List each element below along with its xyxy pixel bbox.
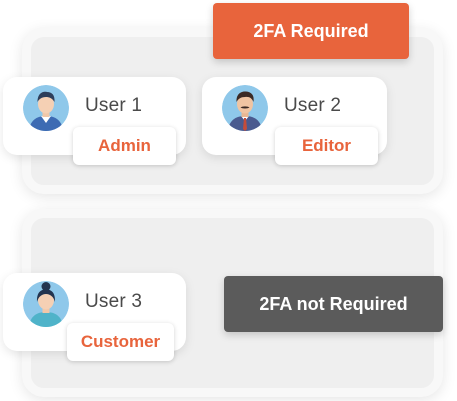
role-badge-admin: Admin <box>73 127 176 165</box>
man-mustache-avatar-icon <box>222 85 268 131</box>
requirement-label-required: 2FA Required <box>213 3 409 59</box>
role-badge-customer: Customer <box>67 323 174 361</box>
user-card-3: User 3 Customer <box>3 273 186 361</box>
user-name: User 2 <box>284 95 342 116</box>
user-card-2: User 2 Editor <box>202 77 387 165</box>
woman-avatar-icon <box>23 281 69 327</box>
user-name: User 3 <box>85 291 143 312</box>
user-name: User 1 <box>85 95 143 116</box>
role-badge-editor: Editor <box>275 127 378 165</box>
man-avatar-icon <box>23 85 69 131</box>
requirement-label-not-required: 2FA not Required <box>224 276 443 332</box>
user-card-1: User 1 Admin <box>3 77 186 165</box>
